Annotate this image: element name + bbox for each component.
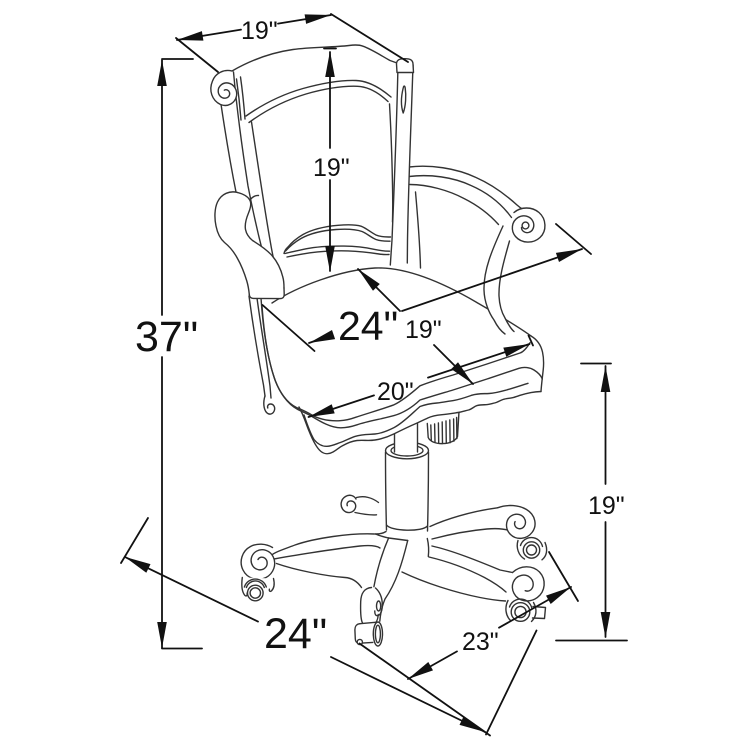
svg-text:23": 23"	[462, 628, 499, 656]
svg-text:24": 24"	[338, 303, 398, 349]
svg-text:37": 37"	[135, 313, 198, 361]
svg-text:24": 24"	[264, 610, 327, 658]
svg-text:19": 19"	[405, 316, 442, 344]
svg-text:20": 20"	[377, 378, 414, 406]
svg-text:19": 19"	[588, 492, 625, 520]
svg-text:19": 19"	[241, 17, 278, 45]
svg-text:19": 19"	[313, 154, 350, 182]
